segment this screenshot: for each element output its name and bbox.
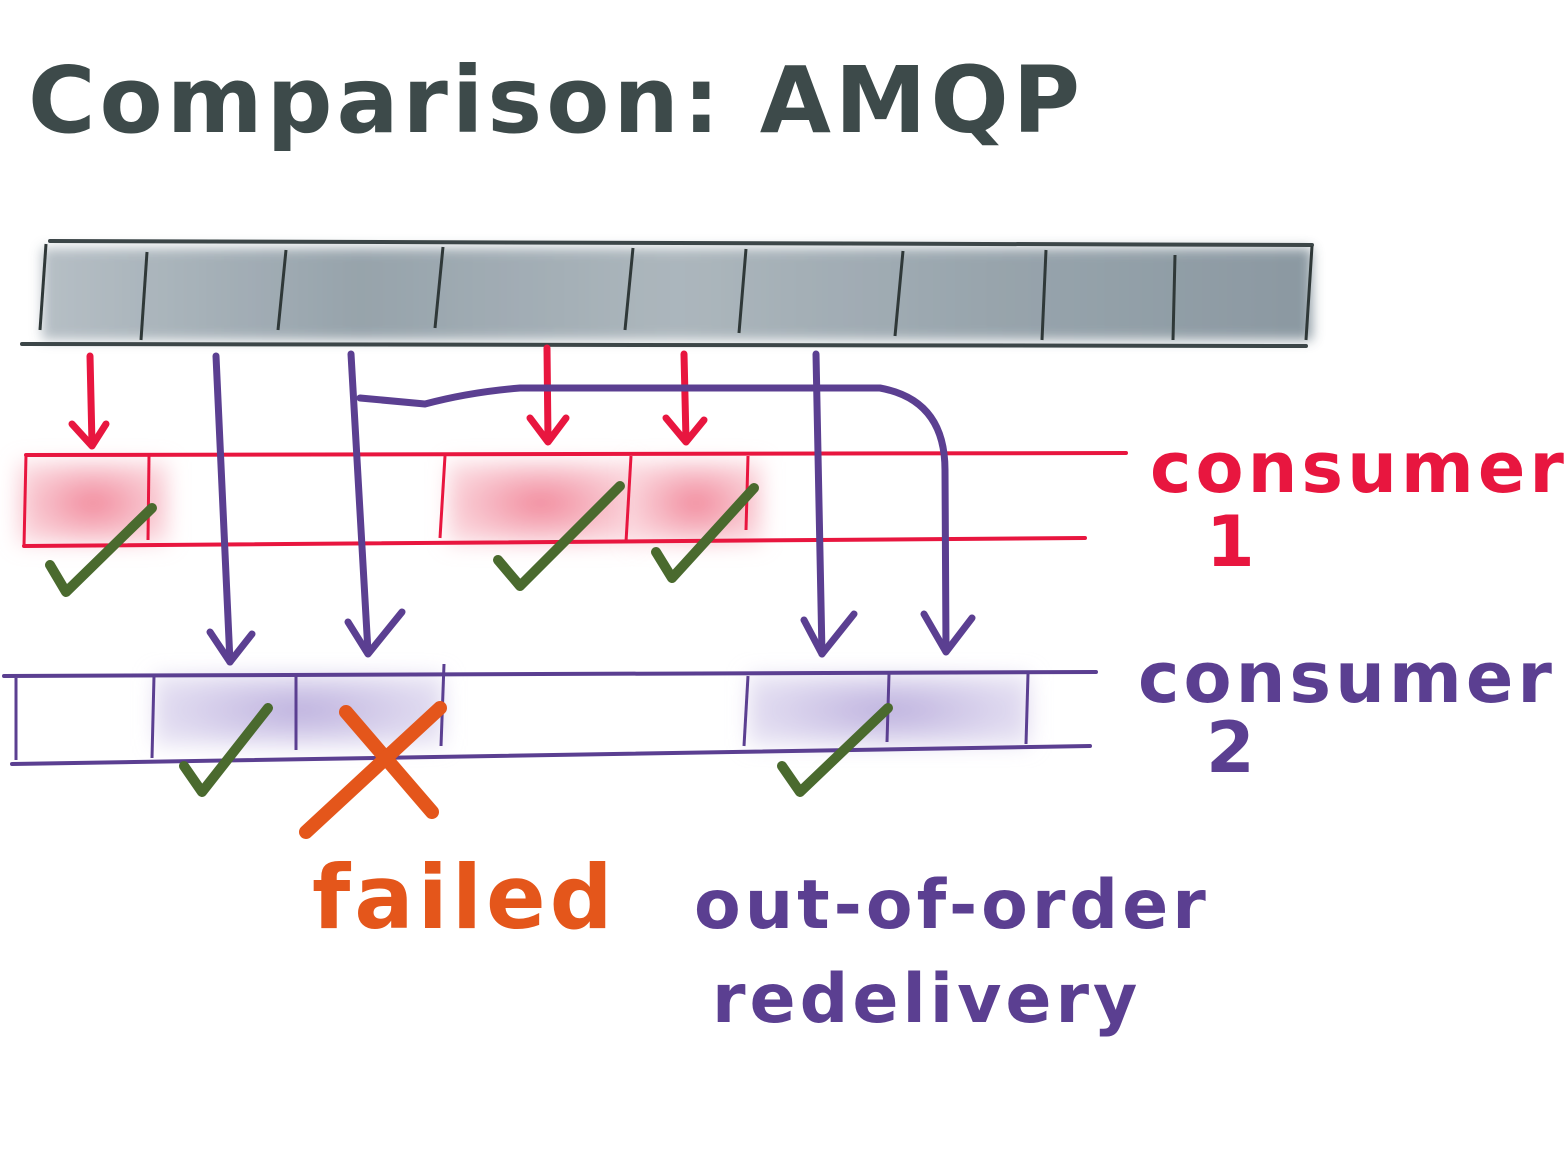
consumer-2-name: consumer xyxy=(1138,637,1556,719)
message-queue xyxy=(20,239,1314,348)
redelivery-label-line-1: out-of-order xyxy=(694,866,1210,945)
consumer-2-lane xyxy=(2,663,1098,766)
redelivery-label: out-of-order redelivery xyxy=(694,866,1210,1039)
consumer-2-number: 2 xyxy=(1206,707,1259,789)
failed-label: failed xyxy=(312,846,617,949)
diagram-title: Comparison: AMQP xyxy=(28,47,1084,154)
check-mark-icon xyxy=(45,481,893,797)
consumer-1-delivery-arrows xyxy=(68,344,708,450)
consumer-1-number: 1 xyxy=(1206,501,1259,583)
consumer-1-name: consumer xyxy=(1150,427,1565,509)
consumer-2-delivery-arrows xyxy=(206,350,976,666)
consumer-1-label: consumer 1 xyxy=(1150,427,1565,583)
redelivery-label-line-2: redelivery xyxy=(712,960,1141,1039)
consumer-2-label: consumer 2 xyxy=(1138,637,1556,789)
x-mark-icon xyxy=(299,701,447,839)
